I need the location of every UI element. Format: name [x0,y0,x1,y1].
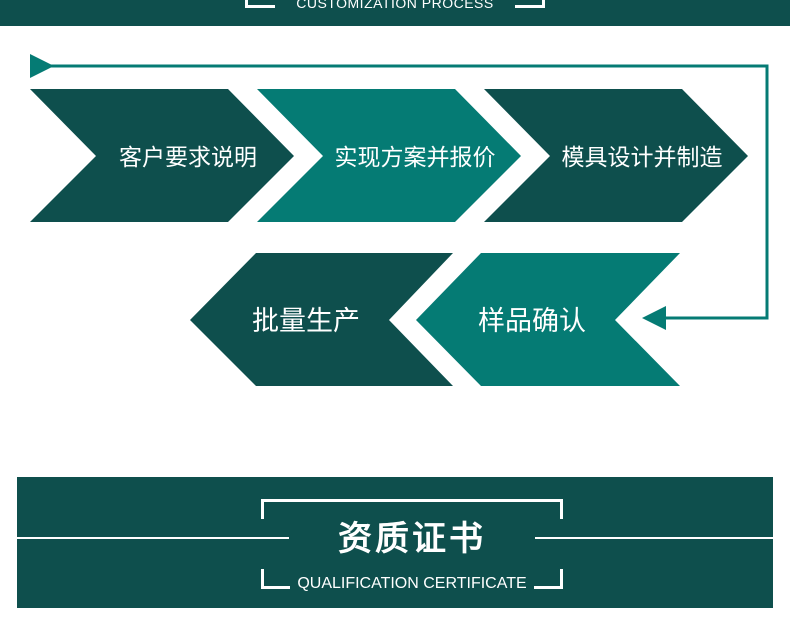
certificate-left-rule [17,537,289,539]
step-3-label: 模具设计并制造 [562,145,723,171]
step-2-label: 实现方案并报价 [335,145,496,171]
triangle-right-icon [30,54,54,78]
step-4-chevron [416,253,680,386]
triangle-left-icon [642,306,666,330]
certificate-right-rule [535,537,773,539]
process-header-band: CUSTOMIZATION PROCESS [0,0,790,26]
step-5-label: 批量生产 [252,306,360,337]
step-1-chevron [30,89,294,222]
step-2-chevron [257,89,521,222]
step-4-label: 样品确认 [478,306,586,337]
step-3-chevron [484,89,748,222]
process-flow-diagram: 客户要求说明 实现方案并报价 模具设计并制造 样品确认 批量生产 [30,54,769,386]
process-connector-line [38,64,769,320]
certificate-title: 资质证书 [312,517,512,561]
step-5-chevron [190,253,453,386]
certificate-header-band: 资质证书 QUALIFICATION CERTIFICATE [17,477,773,608]
certificate-frame-top [261,499,563,519]
step-1-label: 客户要求说明 [119,145,257,171]
certificate-subtitle: QUALIFICATION CERTIFICATE [290,574,534,594]
process-header-subtitle: CUSTOMIZATION PROCESS [275,0,515,10]
